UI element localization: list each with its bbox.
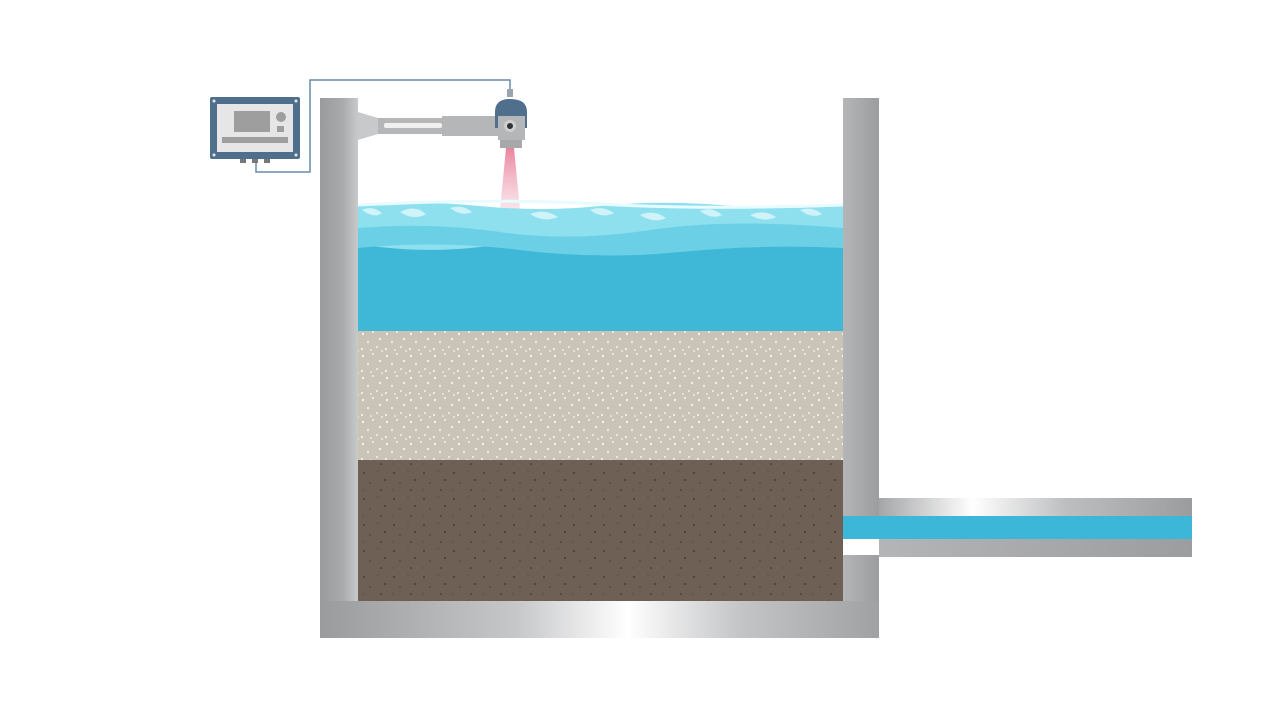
water-layer xyxy=(357,199,844,331)
mounting-arm xyxy=(358,112,502,140)
tank-floor xyxy=(320,601,879,638)
sludge-layer xyxy=(358,460,843,601)
tank-left-wall xyxy=(320,98,358,638)
display-screen xyxy=(234,111,270,132)
pipe-water xyxy=(843,516,1192,539)
sensor-cable xyxy=(255,79,511,173)
measurement-beam xyxy=(500,148,520,210)
controller-unit xyxy=(210,97,300,163)
tank-right-wall xyxy=(843,98,879,518)
radar-level-sensor xyxy=(495,89,527,148)
sand-layer xyxy=(358,331,843,460)
outlet-pipe xyxy=(843,498,1192,557)
knob-icon xyxy=(276,112,286,122)
